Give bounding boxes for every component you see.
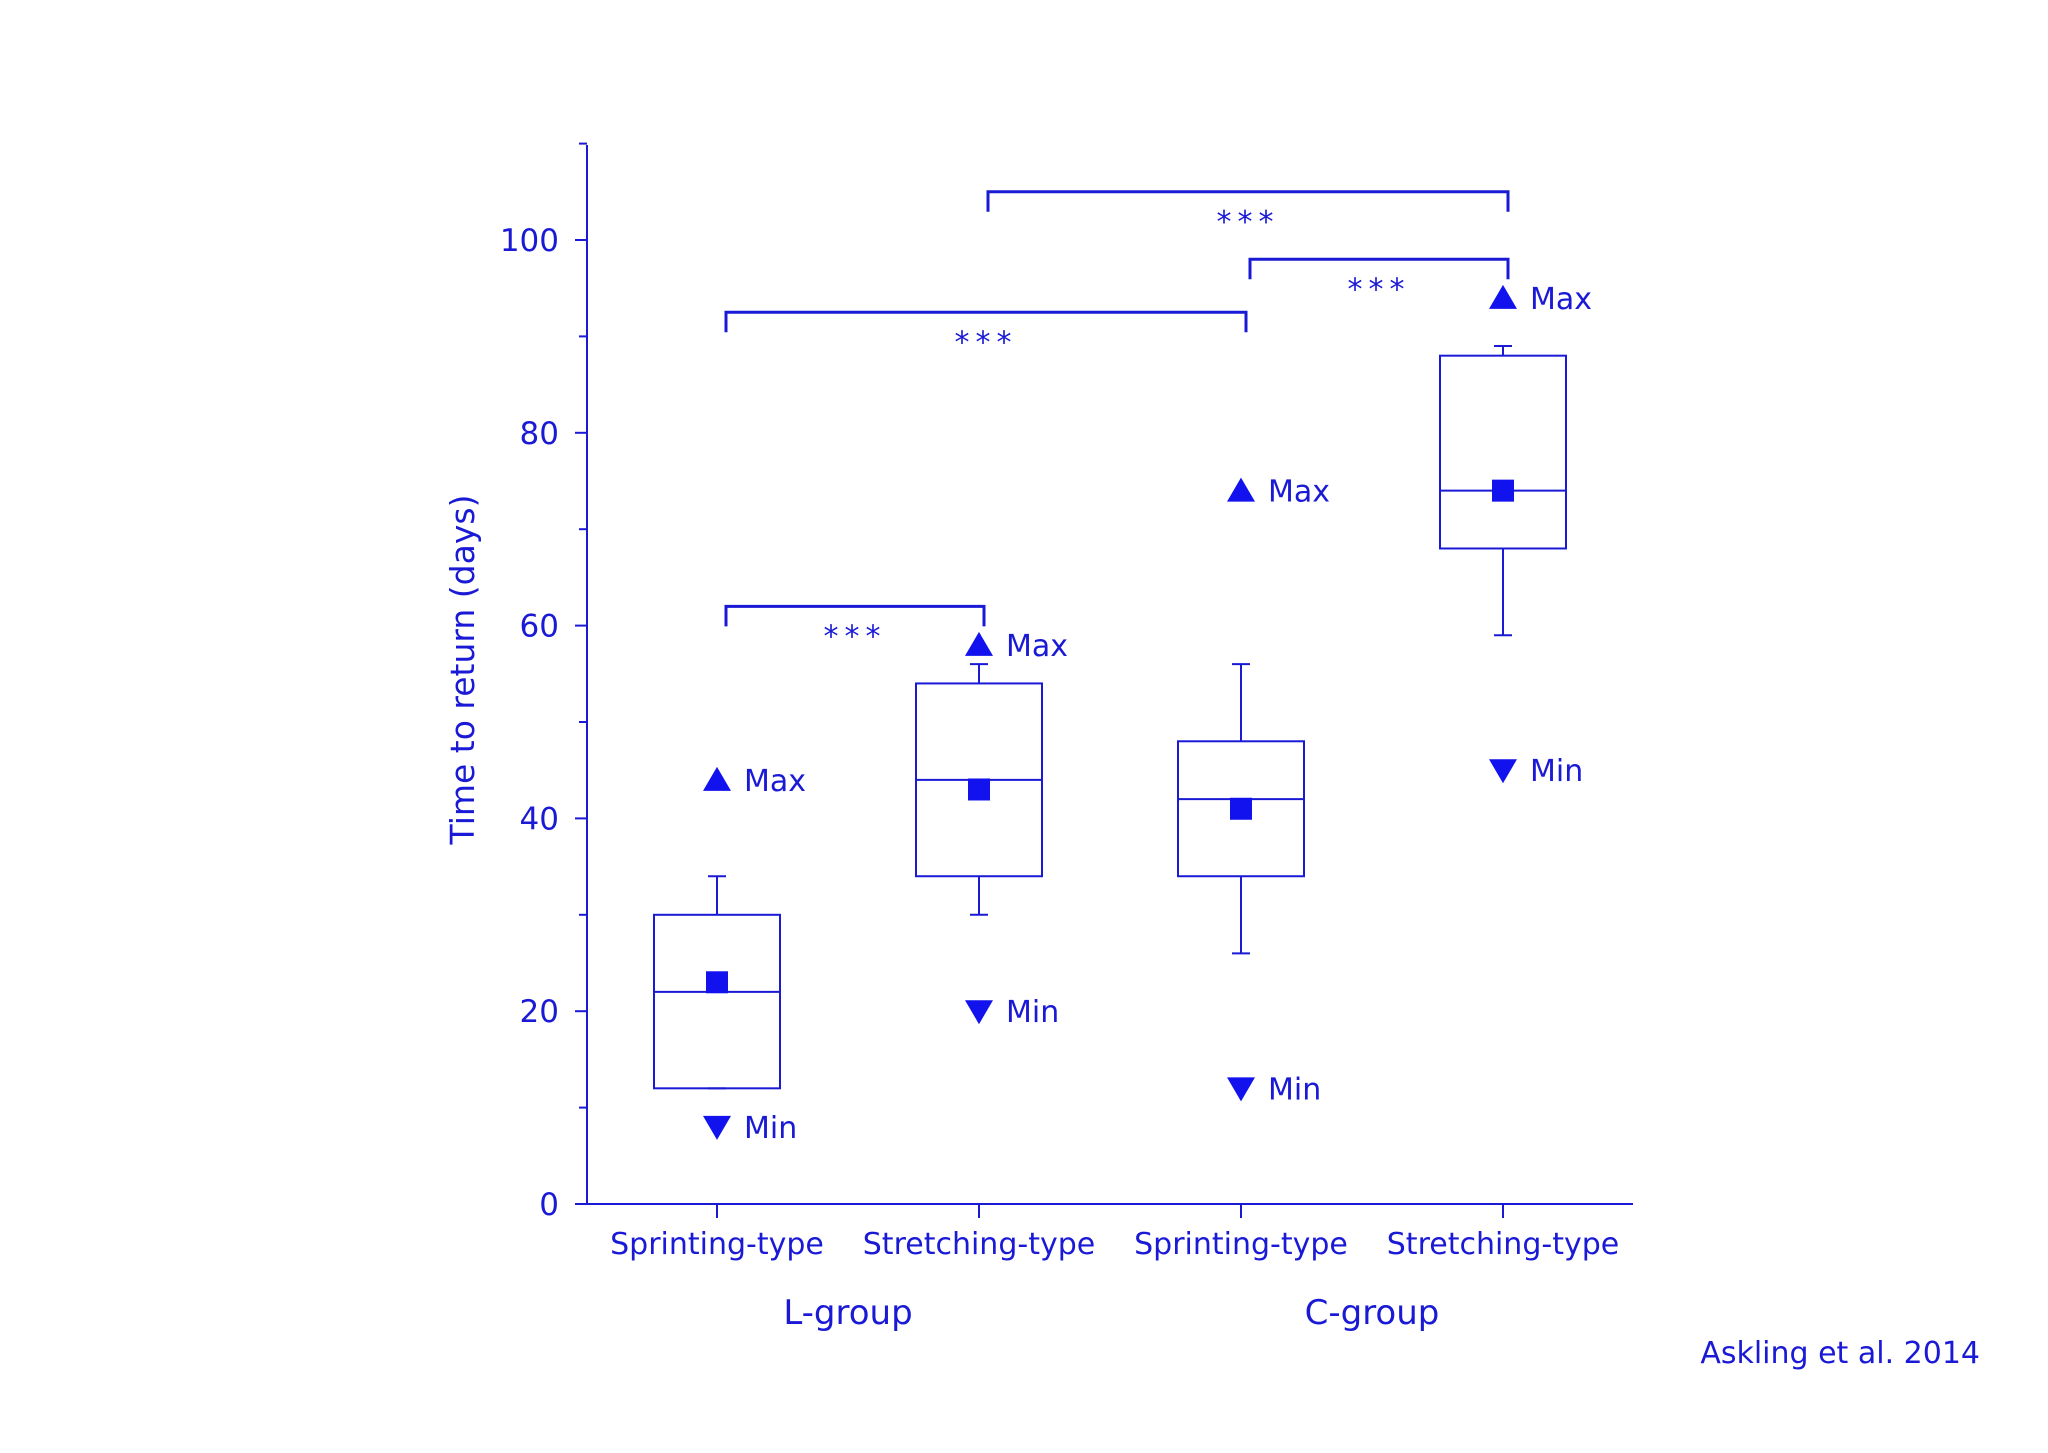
- min-marker: [1489, 759, 1517, 784]
- x-tick-label: Stretching-type: [1387, 1227, 1619, 1262]
- max-label: Max: [1530, 282, 1592, 317]
- mean-marker: [1492, 479, 1514, 502]
- group-label: L-group: [783, 1293, 912, 1333]
- significance-bracket: [724, 604, 986, 627]
- significance-label: ***: [824, 619, 887, 654]
- max-marker: [965, 631, 993, 656]
- box-iqr: [1439, 354, 1567, 550]
- y-tick-label: 80: [520, 416, 559, 452]
- mean-marker: [968, 778, 990, 801]
- x-tick-label: Sprinting-type: [610, 1227, 824, 1262]
- significance-label: ***: [1348, 272, 1411, 307]
- max-marker: [1227, 477, 1255, 502]
- mean-marker: [1230, 797, 1252, 820]
- y-tick-label: 100: [500, 223, 559, 259]
- group-label: C-group: [1305, 1293, 1440, 1333]
- y-tick-label: 60: [520, 609, 559, 645]
- max-label: Max: [1268, 475, 1330, 510]
- y-tick-label: 0: [539, 1187, 559, 1223]
- box-iqr: [653, 913, 781, 1090]
- significance-label: ***: [1217, 205, 1280, 240]
- x-tick-label: Sprinting-type: [1134, 1227, 1348, 1262]
- significance-bracket: [986, 190, 1510, 212]
- min-marker: [1227, 1077, 1255, 1102]
- min-label: Min: [1268, 1072, 1321, 1107]
- y-tick-label: 20: [520, 994, 559, 1030]
- y-axis-label: Time to return (days): [443, 495, 482, 846]
- max-marker: [703, 766, 731, 791]
- citation: Askling et al. 2014: [1700, 1336, 1980, 1371]
- y-tick-label: 40: [520, 801, 559, 837]
- max-label: Max: [1006, 629, 1068, 664]
- max-label: Max: [744, 764, 806, 799]
- min-label: Min: [1006, 995, 1059, 1030]
- significance-bracket: [724, 310, 1248, 333]
- box-iqr: [1177, 740, 1305, 878]
- significance-bracket: [1248, 257, 1510, 280]
- min-label: Min: [1530, 754, 1583, 789]
- mean-marker: [706, 971, 728, 994]
- x-tick-label: Stretching-type: [863, 1227, 1095, 1262]
- max-marker: [1489, 284, 1517, 309]
- min-label: Min: [744, 1111, 797, 1146]
- min-marker: [965, 1000, 993, 1025]
- significance-label: ***: [955, 325, 1018, 360]
- min-marker: [703, 1115, 731, 1140]
